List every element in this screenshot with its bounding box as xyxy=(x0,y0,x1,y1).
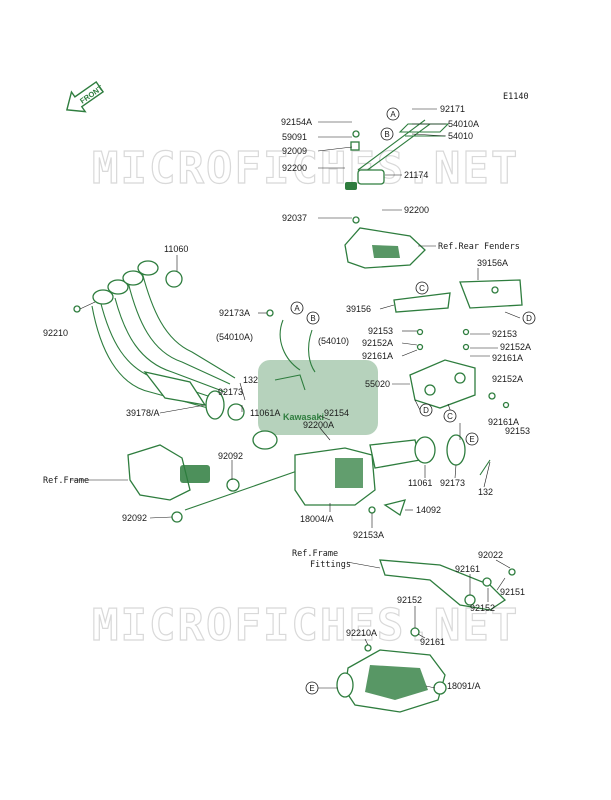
callout-a-mid: A xyxy=(294,304,300,313)
part-92152-a: 92152 xyxy=(397,595,422,605)
valve-actuator-group xyxy=(344,119,450,269)
leader-lines xyxy=(70,108,521,689)
part-92152a-left: 92152A xyxy=(362,338,393,348)
part-92009: 92009 xyxy=(282,146,307,156)
part-11061a: 11061A xyxy=(250,408,280,418)
part-92151: 92151 xyxy=(500,587,525,597)
lower-bracket xyxy=(127,444,301,523)
part-92200-b: 92200 xyxy=(404,205,429,215)
part-59091: 59091 xyxy=(282,132,307,142)
callout-c-mid: C xyxy=(447,412,453,421)
kawasaki-badge: Kawasaki xyxy=(283,412,324,422)
part-92154: 92154 xyxy=(324,408,349,418)
front-arrow-icon: FRONT xyxy=(66,80,105,113)
watermark-bottom: MICROFICHES.NET xyxy=(92,600,519,651)
part-39156: 39156 xyxy=(346,304,371,314)
part-92152a-right2: 92152A xyxy=(492,374,523,384)
part-21174: 21174 xyxy=(404,170,428,180)
part-132-b: 132 xyxy=(478,487,493,497)
header-pipes xyxy=(73,260,245,421)
callout-a-top: A xyxy=(390,110,396,119)
part-54010-paren: (54010) xyxy=(318,336,349,346)
part-labels: 92171 54010A 54010 92154A 59091 92009 92… xyxy=(43,104,531,691)
part-92153-right2: 92153 xyxy=(505,426,530,436)
part-92173-b: 92173 xyxy=(440,478,465,488)
part-92161a-right2: 92161A xyxy=(488,417,519,427)
part-92161a-right: 92161A xyxy=(492,353,523,363)
part-92037: 92037 xyxy=(282,213,307,223)
part-92200a: 92200A xyxy=(303,420,334,430)
part-18004a: 18004/A xyxy=(300,514,334,524)
callout-e-bottom: E xyxy=(309,684,314,693)
part-14092: 14092 xyxy=(416,505,441,515)
callout-b-mid: B xyxy=(310,314,315,323)
part-92161a-left: 92161A xyxy=(362,351,393,361)
part-11060: 11060 xyxy=(164,244,188,254)
part-92200-a: 92200 xyxy=(282,163,307,173)
ref-frame-2: Ref.Frame xyxy=(292,549,338,559)
part-92022: 92022 xyxy=(478,550,503,560)
part-92161-b: 92161 xyxy=(420,637,445,647)
part-11061: 11061 xyxy=(408,478,432,488)
callout-c-top: C xyxy=(419,284,425,293)
callout-e-mid: E xyxy=(469,435,474,444)
part-132-a: 132 xyxy=(243,375,258,385)
watermark-top: MICROFICHES.NET xyxy=(92,143,519,194)
part-54010a-top: 54010A xyxy=(448,119,479,129)
muffler-assembly xyxy=(336,559,516,713)
part-92092-b: 92092 xyxy=(122,513,147,523)
part-92153-left: 92153 xyxy=(368,326,393,336)
part-92171: 92171 xyxy=(440,104,465,114)
part-92152a-right: 92152A xyxy=(500,342,531,352)
part-92210: 92210 xyxy=(43,328,68,338)
part-54010a-paren: (54010A) xyxy=(216,332,253,342)
callout-circles: A B A B C D D C E E xyxy=(290,107,536,695)
part-55020: 55020 xyxy=(365,379,390,389)
part-92152-b: 92152 xyxy=(470,603,495,613)
callout-d-mid: D xyxy=(423,406,429,415)
diagram-code: E1140 xyxy=(503,92,529,102)
fittings-label: Fittings xyxy=(310,560,351,570)
callout-b-top: B xyxy=(384,130,389,139)
part-92173-a: 92173 xyxy=(218,387,243,397)
part-54010-top: 54010 xyxy=(448,131,473,141)
part-39156a: 39156A xyxy=(477,258,508,268)
part-92092-a: 92092 xyxy=(218,451,243,461)
right-plates xyxy=(393,279,523,409)
part-92154a: 92154A xyxy=(281,117,312,127)
part-92161-a: 92161 xyxy=(455,564,480,574)
part-92210a: 92210A xyxy=(346,628,377,638)
part-92173a: 92173A xyxy=(219,308,250,318)
callout-d-right: D xyxy=(526,314,532,323)
ref-frame-1: Ref.Frame xyxy=(43,476,89,486)
ref-rear-fenders: Ref.Rear Fenders xyxy=(438,242,520,252)
part-18091a: 18091/A xyxy=(447,681,481,691)
part-92153-right: 92153 xyxy=(492,329,517,339)
part-92153a: 92153A xyxy=(353,530,384,540)
part-39178a: 39178/A xyxy=(126,408,160,418)
